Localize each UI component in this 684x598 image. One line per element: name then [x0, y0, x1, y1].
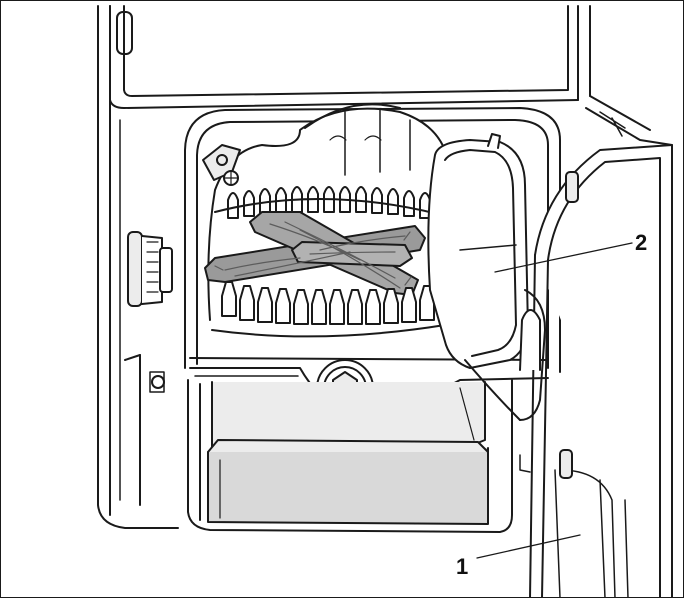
grate-front-row: [211, 281, 446, 338]
probe-bracket: [202, 144, 241, 186]
firewood-logs: [204, 211, 426, 296]
callout-label-1: 1: [456, 554, 469, 579]
ash-lip-deflector: [427, 133, 546, 421]
air-control-knob: [127, 231, 173, 393]
stove-casing: [97, 5, 591, 529]
grate-back-row: [214, 186, 439, 219]
callout-label-2: 2: [635, 230, 648, 255]
fire-door: [519, 95, 673, 598]
callout-leaders: [476, 242, 633, 559]
ash-pan: [187, 379, 513, 533]
leader-line-2: [494, 242, 633, 273]
leader-line-1: [476, 534, 581, 559]
